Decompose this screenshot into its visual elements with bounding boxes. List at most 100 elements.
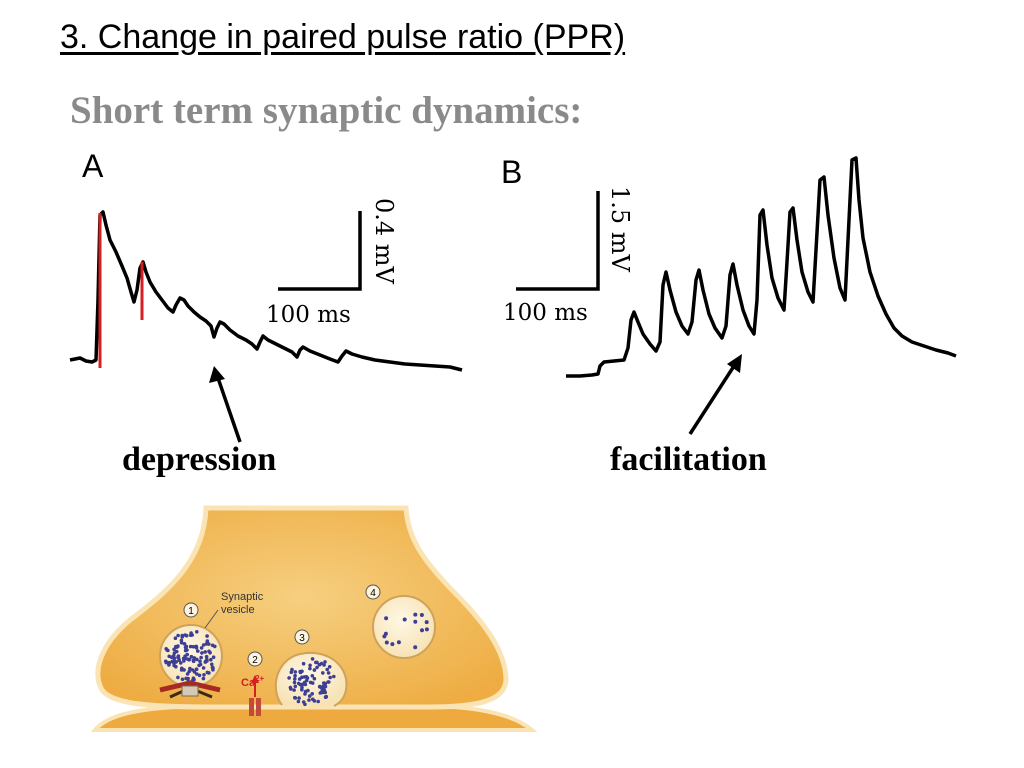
step-marker-1: 1 (183, 602, 199, 618)
fusing-vesicle-contents (287, 657, 336, 707)
neurotransmitter-dot (170, 659, 175, 664)
neurotransmitter-dot (328, 675, 333, 680)
neurotransmitter-dot (307, 698, 311, 702)
neurotransmitter-dot (323, 695, 328, 699)
neurotransmitter-dot (323, 660, 327, 664)
neurotransmitter-dot (171, 654, 176, 658)
panel-b-scale-bar (516, 191, 600, 291)
neurotransmitter-dot (199, 655, 203, 660)
neurotransmitter-dot (176, 633, 180, 638)
neurotransmitter-dot (197, 673, 202, 678)
neurotransmitter-dot (163, 659, 168, 664)
neurotransmitter-dot (327, 665, 332, 669)
neurotransmitter-dot (179, 640, 184, 645)
neurotransmitter-dot (205, 639, 210, 643)
panel-a-scale-horizontal-label: 100 ms (266, 302, 351, 328)
neurotransmitter-dot (211, 655, 216, 659)
panel-a-trace (69, 210, 463, 372)
neurotransmitter-dot (164, 647, 168, 651)
neurotransmitter-dot (326, 680, 330, 684)
neurotransmitter-dot (204, 654, 209, 659)
neurotransmitter-dot (188, 666, 192, 671)
panel-b-arrow-shaft (688, 365, 736, 435)
neurotransmitter-dot (332, 674, 336, 679)
neurotransmitter-dot (305, 676, 310, 680)
neurotransmitter-dot (318, 684, 322, 689)
neurotransmitter-dot (326, 671, 331, 675)
fusing-vesicle (274, 651, 348, 707)
neurotransmitter-dot (195, 672, 199, 676)
neurotransmitter-dot (189, 654, 194, 659)
neurotransmitter-dot (384, 616, 389, 621)
neurotransmitter-dot (194, 644, 199, 649)
neurotransmitter-dot (167, 660, 172, 665)
neurotransmitter-dot (167, 654, 171, 659)
postsynaptic-membrane (90, 704, 538, 732)
neurotransmitter-dot (187, 669, 191, 674)
neurotransmitter-dot (314, 660, 318, 665)
neurotransmitter-dot (176, 655, 180, 659)
neurotransmitter-dot (191, 644, 196, 649)
neurotransmitter-dot (312, 676, 317, 681)
neurotransmitter-dot (293, 696, 298, 700)
neurotransmitter-dot (194, 667, 199, 671)
neurotransmitter-dot (296, 699, 301, 704)
panel-b-letter: B (501, 154, 522, 190)
neurotransmitter-dot (301, 661, 306, 666)
neurotransmitter-dot (173, 636, 178, 640)
neurotransmitter-dot (310, 657, 315, 661)
neurotransmitter-dot (310, 681, 315, 685)
neurotransmitter-dot (210, 643, 215, 648)
neurotransmitter-dot (424, 620, 429, 625)
neurotransmitter-dot (293, 677, 297, 681)
neurotransmitter-dot (323, 690, 327, 694)
neurotransmitter-dot (382, 634, 387, 639)
neurotransmitter-dot (197, 663, 201, 668)
neurotransmitter-dot (321, 671, 325, 675)
svg-text:1: 1 (188, 606, 194, 617)
neurotransmitter-dot (413, 612, 418, 617)
neurotransmitter-dot (420, 628, 424, 633)
neurotransmitter-dot (176, 675, 180, 680)
neurotransmitter-dot (203, 650, 207, 654)
svg-text:4: 4 (370, 588, 376, 599)
neurotransmitter-dot (179, 661, 183, 665)
neurotransmitter-dot (293, 670, 298, 674)
neurotransmitter-dot (182, 668, 186, 672)
facilitation-label: facilitation (610, 441, 767, 478)
panel-b-scale-vertical-label: 1.5 mV (606, 186, 634, 273)
calcium-influx-arrow-head (251, 675, 259, 683)
neurotransmitter-dot (192, 656, 197, 660)
panel-a-scale-vertical-label: 0.4 mV (370, 198, 398, 285)
neurotransmitter-dot (322, 681, 326, 685)
neurotransmitter-dot (293, 673, 297, 678)
slide-heading: 3. Change in paired pulse ratio (PPR) (60, 18, 626, 56)
slide-subheading: Short term synaptic dynamics: (70, 89, 583, 132)
neurotransmitter-dot (317, 662, 322, 667)
neurotransmitter-dot (202, 673, 206, 677)
neurotransmitter-dot (312, 668, 317, 672)
snare-complex (159, 680, 221, 699)
neurotransmitter-dot (384, 640, 389, 645)
neurotransmitter-dot (189, 631, 193, 635)
neurotransmitter-dot (186, 676, 190, 681)
neurotransmitter-dot (188, 644, 193, 649)
neurotransmitter-dot (195, 657, 199, 662)
neurotransmitter-dot (179, 668, 184, 672)
neurotransmitter-dot (185, 657, 190, 661)
recycled-vesicle-contents (382, 612, 429, 650)
neurotransmitter-dot (292, 680, 297, 685)
neurotransmitter-dot (180, 633, 184, 638)
neurotransmitter-dot (310, 674, 315, 678)
panel-b-scale-horizontal-label: 100 ms (503, 300, 588, 326)
neurotransmitter-dot (390, 642, 395, 647)
neurotransmitter-dot (298, 669, 303, 674)
neurotransmitter-dot (184, 633, 189, 638)
neurotransmitter-dot (288, 685, 293, 690)
neurotransmitter-dot (308, 663, 312, 668)
calcium-channel (249, 698, 261, 716)
panel-b-trace (566, 156, 957, 378)
neurotransmitter-dot (196, 649, 200, 653)
